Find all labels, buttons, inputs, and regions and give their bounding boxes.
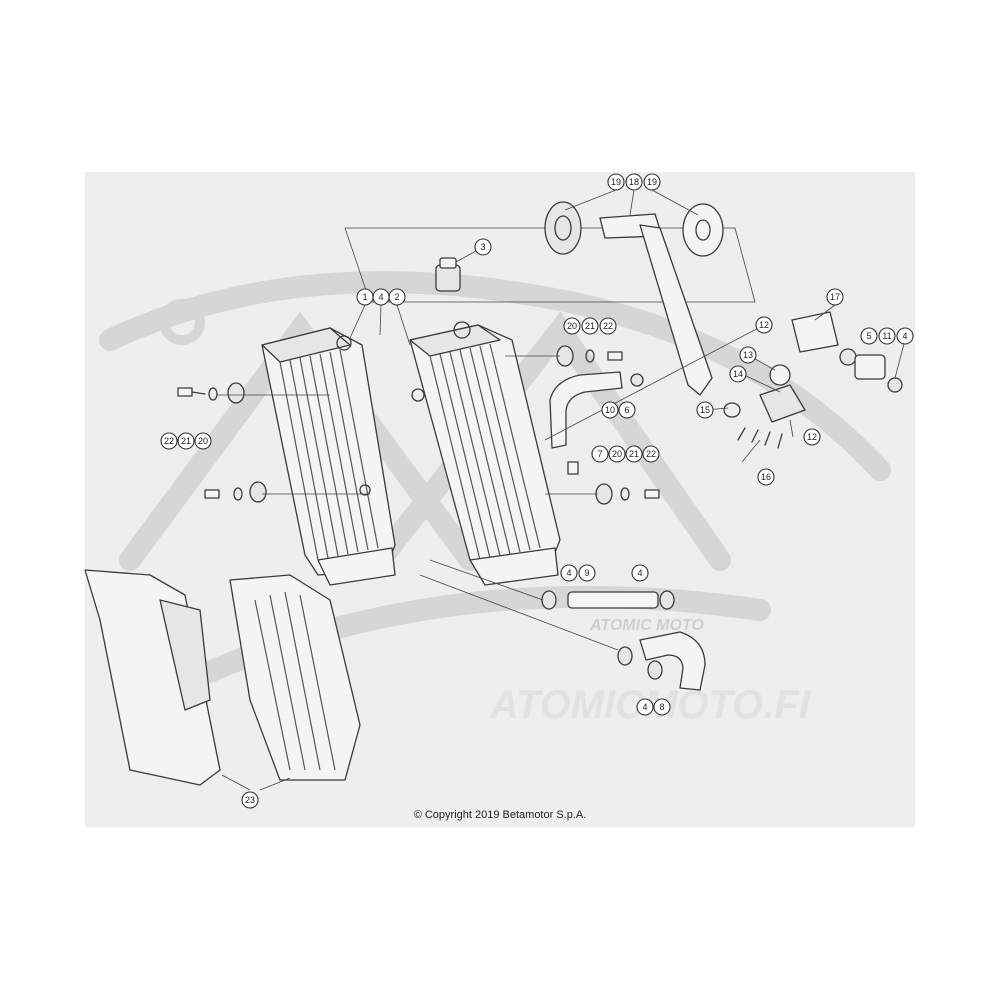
straight-hose <box>541 590 675 610</box>
svg-text:15: 15 <box>700 405 710 415</box>
left-mounting-hardware <box>177 382 267 503</box>
svg-text:20: 20 <box>612 449 622 459</box>
svg-text:2: 2 <box>394 292 399 302</box>
svg-text:11: 11 <box>882 331 891 341</box>
svg-text:20: 20 <box>567 321 577 331</box>
callout-16: 16 <box>757 468 775 486</box>
callout-4: 4 <box>631 564 649 582</box>
callout-19: 19 <box>643 173 661 191</box>
callout-4: 4 <box>560 564 578 582</box>
callout-4: 4 <box>372 288 390 306</box>
callout-10: 10 <box>601 401 619 419</box>
copyright-notice: © Copyright 2019 Betamotor S.p.A. <box>413 809 587 821</box>
svg-text:10: 10 <box>605 405 615 415</box>
svg-text:22: 22 <box>164 436 174 446</box>
svg-text:23: 23 <box>245 795 255 805</box>
svg-text:1: 1 <box>362 292 367 302</box>
callout-21: 21 <box>177 432 195 450</box>
svg-text:22: 22 <box>603 321 613 331</box>
svg-text:12: 12 <box>759 320 769 330</box>
callout-20: 20 <box>608 445 626 463</box>
callout-1: 1 <box>356 288 374 306</box>
svg-text:9: 9 <box>584 568 589 578</box>
callout-18: 18 <box>625 173 643 191</box>
callout-4: 4 <box>896 327 914 345</box>
callout-19: 19 <box>607 173 625 191</box>
callout-22: 22 <box>599 317 617 335</box>
callout-22: 22 <box>642 445 660 463</box>
leader-lines <box>216 189 906 791</box>
callout-6: 6 <box>618 401 636 419</box>
thermostat-assembly <box>723 311 903 449</box>
svg-text:4: 4 <box>566 568 571 578</box>
callout-14: 14 <box>729 365 747 383</box>
callout-20: 20 <box>563 317 581 335</box>
callout-23: 23 <box>241 791 259 809</box>
watermark-overlay-text: ATOMIC MOTO <box>589 617 704 634</box>
svg-text:4: 4 <box>642 702 647 712</box>
svg-text:14: 14 <box>733 369 743 379</box>
right-mounting-hardware <box>556 345 660 505</box>
svg-text:21: 21 <box>629 449 639 459</box>
callout-21: 21 <box>625 445 643 463</box>
callout-11: 11 <box>878 327 896 345</box>
callout-4: 4 <box>636 698 654 716</box>
callout-7: 7 <box>591 445 609 463</box>
callout-13: 13 <box>739 346 757 364</box>
svg-text:5: 5 <box>866 331 871 341</box>
svg-text:4: 4 <box>902 331 907 341</box>
svg-text:13: 13 <box>743 350 753 360</box>
svg-text:22: 22 <box>646 449 656 459</box>
svg-text:8: 8 <box>659 702 664 712</box>
callout-15: 15 <box>696 401 714 419</box>
svg-text:19: 19 <box>647 177 657 187</box>
callout-8: 8 <box>653 698 671 716</box>
radiator-guards <box>84 569 361 786</box>
svg-text:4: 4 <box>637 568 642 578</box>
svg-text:18: 18 <box>629 177 639 187</box>
callout-3: 3 <box>474 238 492 256</box>
callout-5: 5 <box>860 327 878 345</box>
callout-22: 22 <box>160 432 178 450</box>
callout-12: 12 <box>755 316 773 334</box>
svg-text:6: 6 <box>624 405 629 415</box>
elbow-hose <box>617 631 706 691</box>
bent-hose <box>549 371 623 449</box>
svg-text:17: 17 <box>830 292 840 302</box>
callout-20: 20 <box>194 432 212 450</box>
callout-2: 2 <box>388 288 406 306</box>
callout-12: 12 <box>803 428 821 446</box>
callout-21: 21 <box>581 317 599 335</box>
callout-labels: 19 18 19 3 1 4 2 20 21 22 17 12 5 11 4 1… <box>160 173 914 809</box>
svg-text:16: 16 <box>761 472 771 482</box>
left-radiator <box>261 327 396 586</box>
hose-clamp <box>630 373 644 387</box>
svg-text:12: 12 <box>807 432 817 442</box>
callout-9: 9 <box>578 564 596 582</box>
top-hose-assembly <box>544 201 724 396</box>
svg-text:20: 20 <box>198 436 208 446</box>
svg-text:21: 21 <box>181 436 191 446</box>
callout-17: 17 <box>826 288 844 306</box>
svg-text:21: 21 <box>585 321 595 331</box>
svg-text:4: 4 <box>378 292 383 302</box>
svg-text:3: 3 <box>480 242 485 252</box>
radiator-cap <box>435 257 461 292</box>
svg-text:7: 7 <box>597 449 602 459</box>
right-radiator <box>409 321 561 586</box>
svg-text:19: 19 <box>611 177 621 187</box>
